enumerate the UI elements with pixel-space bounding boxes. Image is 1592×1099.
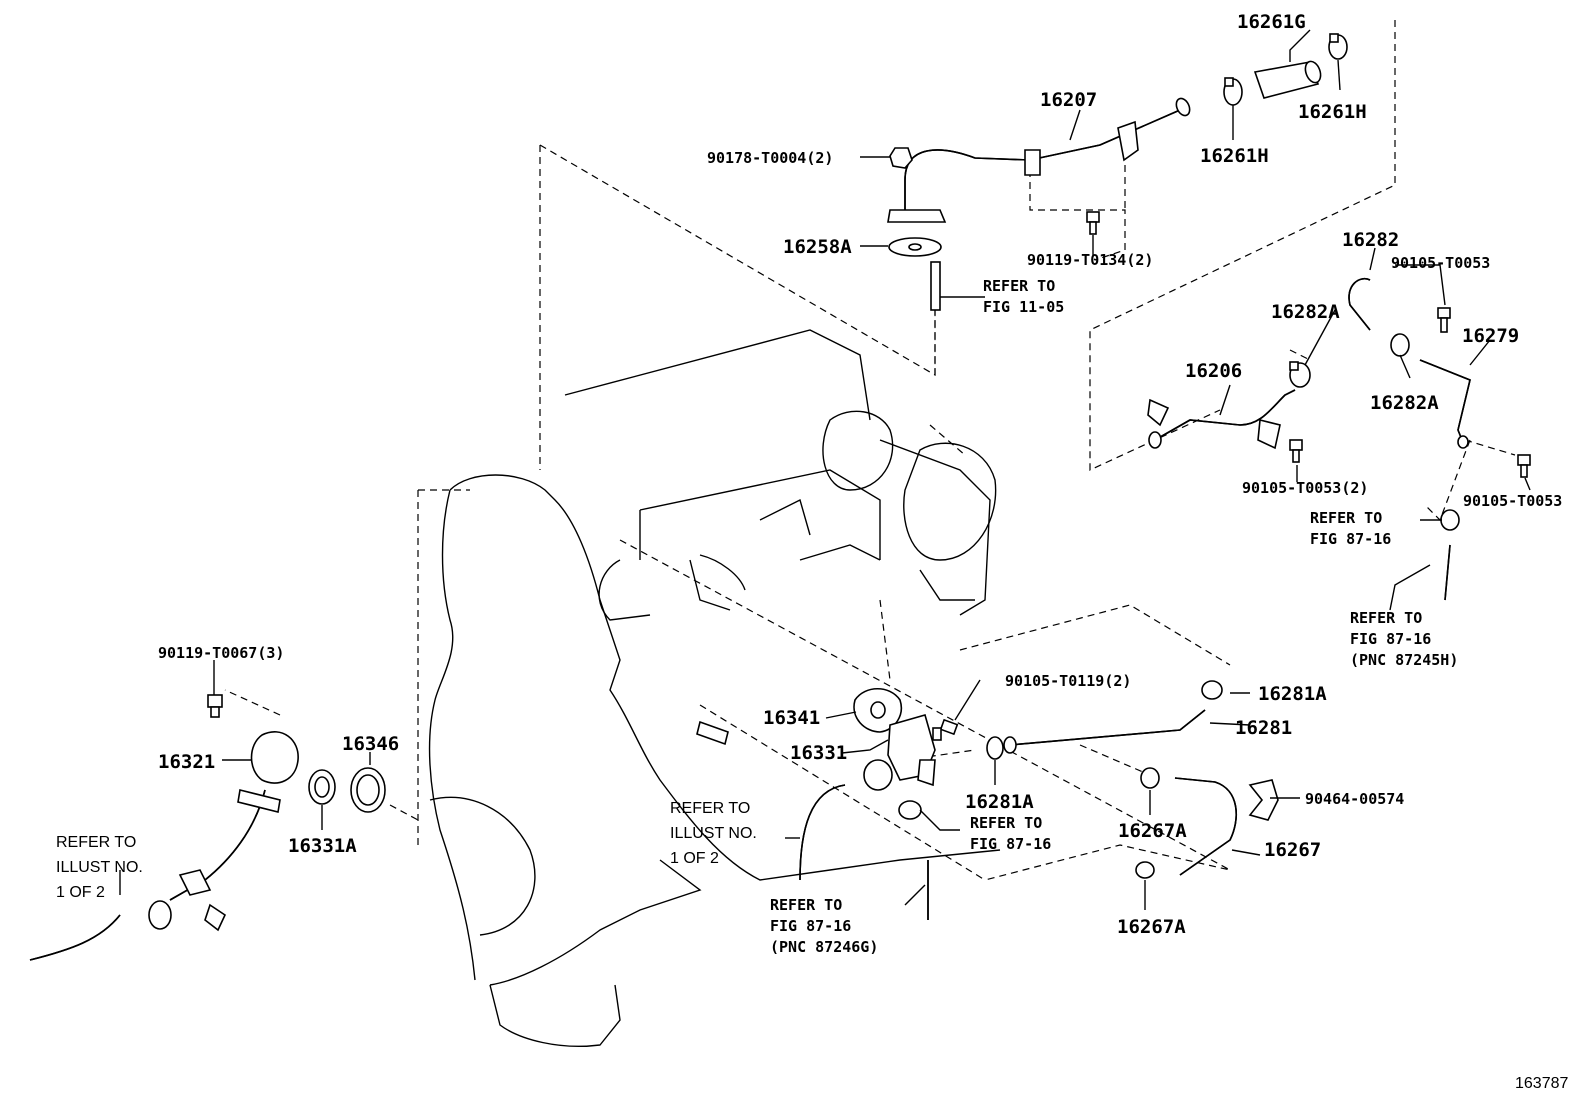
label-16282A-a: 16282A [1271, 301, 1340, 323]
hose-left-illust [29, 914, 121, 961]
label-refer-to-illust-center: REFER TO [670, 800, 750, 817]
engine-outline [428, 329, 1001, 1047]
clamp-16261H-1 [1223, 77, 1243, 106]
label-16279: 16279 [1462, 325, 1519, 347]
label-fig-87-16-c: FIG 87-16 [970, 835, 1051, 853]
nut-90178 [889, 147, 913, 169]
small-tube [696, 720, 729, 746]
label-16267A-b: 16267A [1117, 916, 1186, 938]
label-16346: 16346 [342, 733, 399, 755]
label-refer-to-8716-b: REFER TO [1350, 609, 1422, 627]
label-16281: 16281 [1235, 717, 1292, 739]
label-16281A-a: 16281A [1258, 683, 1327, 705]
label-16267A-a: 16267A [1118, 820, 1187, 842]
label-16321: 16321 [158, 751, 215, 773]
bolt-90105-T0119 [932, 718, 959, 741]
gasket-16258A [888, 237, 942, 257]
bolt-90119-T0134 [1086, 211, 1100, 235]
hose-16282 [1348, 278, 1371, 331]
label-90105-T0053-right: 90105-T0053 [1463, 492, 1562, 510]
label-90178-T0004: 90178-T0004(2) [707, 149, 833, 167]
label-16261H-b: 16261H [1200, 145, 1269, 167]
label-16331: 16331 [790, 742, 847, 764]
label-illust-no-center: ILLUST NO. [670, 825, 757, 842]
label-refer-to-illust-left: REFER TO [56, 834, 136, 851]
label-16267: 16267 [1264, 839, 1321, 861]
outlet-16321 [148, 731, 299, 932]
clamp-center-refer-8716 [898, 800, 922, 820]
water-inlet-16331 [863, 714, 936, 791]
stud [930, 261, 941, 311]
label-16258A: 16258A [783, 236, 852, 258]
label-16341: 16341 [763, 707, 820, 729]
thermostat-16331A [308, 769, 336, 805]
water-pipe-16207 [887, 97, 1191, 223]
gasket-16346 [350, 767, 386, 813]
label-refer-to-8716-c: REFER TO [970, 814, 1042, 832]
leader-lines [119, 29, 1531, 910]
label-1-of-2-center: 1 OF 2 [670, 850, 719, 867]
pipe-16279 [1419, 359, 1471, 449]
label-fig-11-05: FIG 11-05 [983, 298, 1064, 316]
label-90105-T0053-2: 90105-T0053(2) [1242, 479, 1368, 497]
clamp-16267A-1 [1140, 767, 1160, 789]
clamp-16282A-2 [1390, 333, 1410, 357]
label-16281A-b: 16281A [965, 791, 1034, 813]
label-refer-to-8716-a: REFER TO [1310, 509, 1382, 527]
label-16206: 16206 [1185, 360, 1242, 382]
label-refer-to-8716-d: REFER TO [770, 896, 842, 914]
hose-16281 [1003, 709, 1206, 754]
clamp-refer-8716-right [1440, 509, 1460, 531]
label-90105-T0119: 90105-T0119(2) [1005, 672, 1131, 690]
label-16282A-b: 16282A [1370, 392, 1439, 414]
hose-illust-center [799, 784, 846, 881]
label-16331A: 16331A [288, 835, 357, 857]
label-1-of-2-left: 1 OF 2 [56, 884, 105, 901]
label-refer-to-1105: REFER TO [983, 277, 1055, 295]
clamp-16282A-1 [1289, 361, 1311, 388]
labels: 16261G 16207 16261H 16261H 90178-T0004(2… [56, 11, 1568, 1092]
bolt-90105-T0053-2 [1289, 439, 1303, 463]
label-fig-87-16-a: FIG 87-16 [1310, 530, 1391, 548]
label-fig-87-16-b: FIG 87-16 [1350, 630, 1431, 648]
bolt-90105-T0053-right [1517, 454, 1531, 478]
clamp-16267A-2 [1135, 861, 1155, 879]
hose-16267 [1174, 777, 1237, 876]
gasket-16341 [853, 687, 902, 733]
bolt-90119-T0067 [207, 694, 223, 718]
label-90119-T0067: 90119-T0067(3) [158, 644, 284, 662]
clip-90464-00574 [1248, 779, 1279, 821]
dashed-outlines [224, 20, 1516, 881]
label-16207: 16207 [1040, 89, 1097, 111]
figure-number: 163787 [1515, 1075, 1568, 1092]
label-pnc-87245H: (PNC 87245H) [1350, 651, 1458, 669]
hose-refer-87245H [1444, 544, 1451, 601]
label-pnc-87246G: (PNC 87246G) [770, 938, 878, 956]
hose-16261G [1253, 60, 1322, 99]
clamp-16261H-2 [1328, 33, 1348, 60]
pipe-16206 [1147, 389, 1296, 450]
bolt-90105-T0053-top [1437, 307, 1451, 333]
label-fig-87-16-d: FIG 87-16 [770, 917, 851, 935]
clamp-16281A-2 [986, 736, 1004, 760]
label-16282: 16282 [1342, 229, 1399, 251]
label-illust-no-left: ILLUST NO. [56, 859, 143, 876]
clamp-16281A-1 [1201, 680, 1223, 700]
label-90464-00574: 90464-00574 [1305, 790, 1404, 808]
label-90105-T0053-top: 90105-T0053 [1391, 254, 1490, 272]
label-16261H-a: 16261H [1298, 101, 1367, 123]
label-16261G: 16261G [1237, 11, 1306, 33]
label-90119-T0134: 90119-T0134(2) [1027, 251, 1153, 269]
